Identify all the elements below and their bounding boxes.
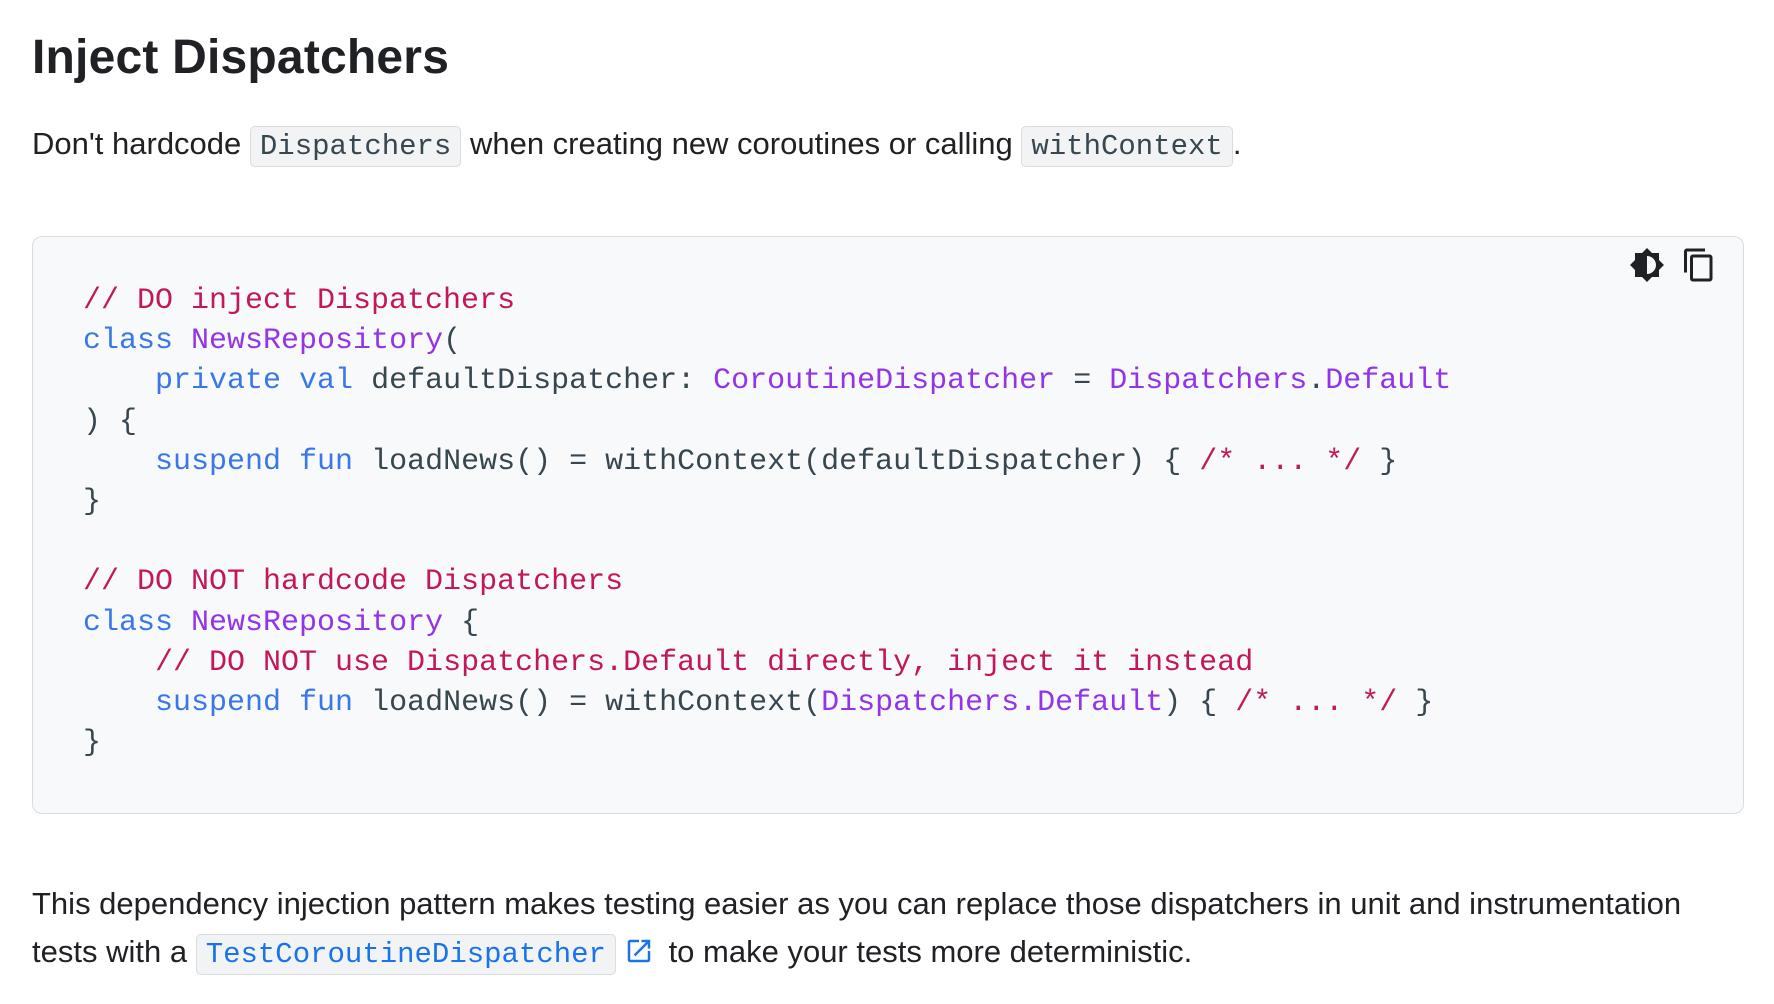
outro-paragraph: This dependency injection pattern makes … — [32, 880, 1681, 979]
test-coroutine-dispatcher-link[interactable]: TestCoroutineDispatcher — [195, 934, 616, 975]
code-toolbar — [1625, 243, 1721, 287]
code-keyword: suspend fun — [155, 444, 354, 479]
copy-code-button[interactable] — [1677, 243, 1721, 287]
code-keyword: class — [83, 324, 174, 359]
code-text: . — [1307, 364, 1326, 399]
code-text: ( — [443, 324, 462, 359]
code-text: loadNews() = withContext( — [353, 686, 822, 721]
code-type: Dispatchers.Default — [821, 686, 1164, 721]
code-text: ) { — [83, 404, 138, 439]
code-comment: /* ... */ — [1199, 444, 1362, 479]
code-indent — [83, 445, 155, 479]
code-comment: // DO NOT use Dispatchers.Default direct… — [155, 645, 1254, 680]
code-type: NewsRepository — [191, 324, 444, 359]
code-keyword: class — [83, 605, 174, 640]
code-text: } — [1397, 686, 1434, 721]
code-text: } — [1361, 444, 1398, 479]
code-text: loadNews() = withContext(defaultDispatch… — [353, 444, 1200, 479]
code-indent — [83, 646, 155, 680]
inline-code-withcontext: withContext — [1021, 126, 1233, 167]
code-text: } — [83, 726, 102, 761]
code-block: // DO inject Dispatchers class NewsRepos… — [32, 236, 1744, 814]
code-comment: /* ... */ — [1235, 686, 1398, 721]
page-title: Inject Dispatchers — [32, 31, 450, 84]
code-text: defaultDispatcher: — [353, 364, 714, 399]
code-keyword: suspend fun — [155, 686, 354, 721]
code-text: { — [443, 605, 480, 640]
outro-line-1: This dependency injection pattern makes … — [32, 886, 1682, 921]
copy-icon — [1684, 248, 1713, 282]
outro-text-after: to make your tests more deterministic. — [659, 934, 1193, 969]
intro-text-middle: when creating new coroutines or calling — [461, 126, 1022, 161]
code-comment: // DO inject Dispatchers — [83, 284, 516, 318]
code-type: Default — [1325, 364, 1452, 399]
code-listing: // DO inject Dispatchers class NewsRepos… — [83, 281, 1451, 763]
intro-text-after: . — [1232, 126, 1242, 161]
code-comment: // DO NOT hardcode Dispatchers — [83, 565, 624, 600]
external-link-icon[interactable] — [624, 936, 654, 966]
brightness-icon — [1630, 248, 1664, 282]
outro-text-before: tests with a — [32, 934, 196, 969]
code-text: = — [1055, 364, 1110, 399]
code-text: } — [83, 485, 102, 520]
code-keyword: private val — [155, 364, 354, 399]
code-type: CoroutineDispatcher — [713, 364, 1056, 399]
code-indent — [83, 686, 155, 720]
intro-text-before: Don't hardcode — [32, 126, 250, 161]
code-type: Dispatchers — [1109, 364, 1308, 399]
inline-code-dispatchers: Dispatchers — [249, 126, 462, 167]
theme-toggle-button[interactable] — [1625, 243, 1669, 287]
intro-paragraph: Don't hardcode Dispatchers when creating… — [32, 120, 1241, 171]
code-indent — [83, 364, 155, 398]
code-type: NewsRepository — [191, 605, 444, 640]
code-text: ) { — [1163, 686, 1236, 721]
